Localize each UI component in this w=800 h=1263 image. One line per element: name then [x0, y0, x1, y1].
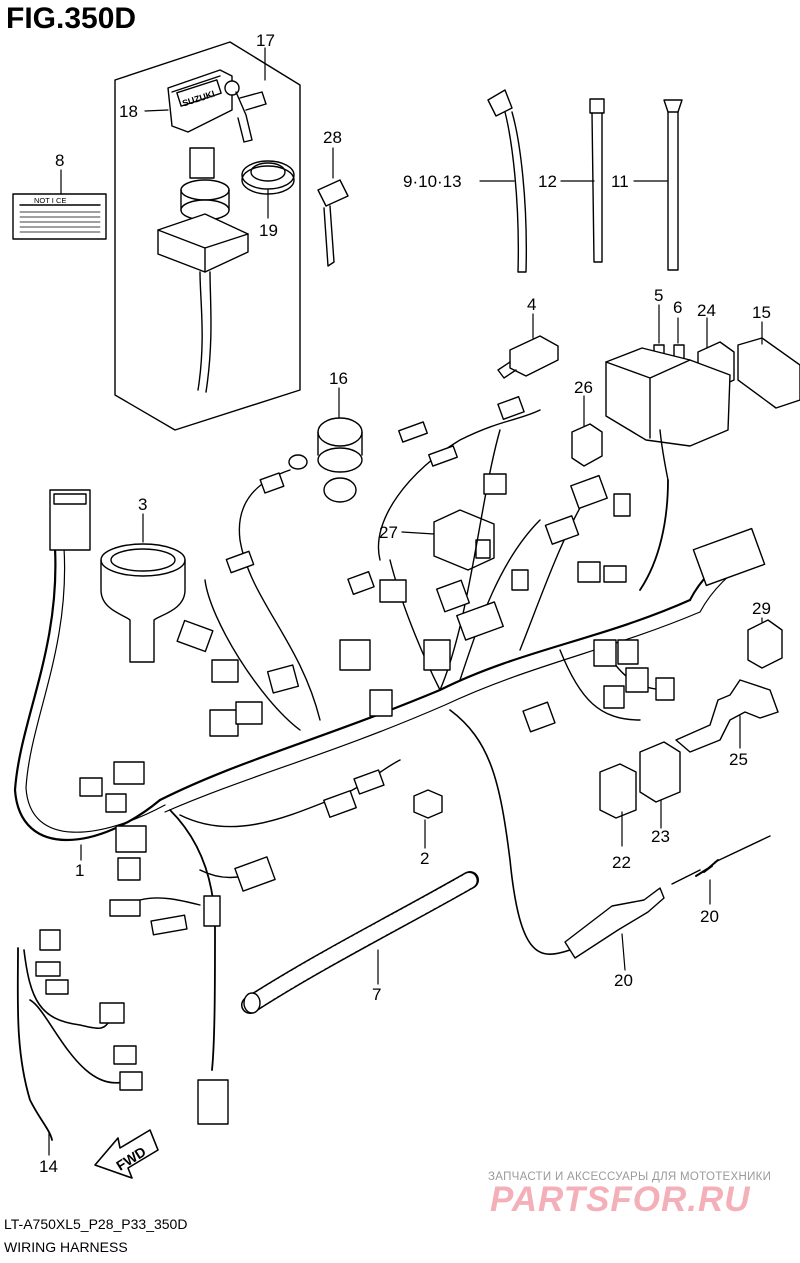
callout-27: 27	[379, 523, 398, 542]
callout-1: 1	[75, 861, 84, 880]
callout-26: 25	[729, 750, 748, 769]
protector-part-26	[675, 679, 779, 753]
ignition-kit-box	[114, 41, 301, 431]
callout-17: 17	[256, 31, 275, 50]
connector-part-29	[747, 619, 783, 669]
callout-16: 16	[329, 369, 348, 388]
cap-part-2	[413, 789, 443, 819]
callout-5: 5	[654, 286, 663, 305]
callout-6: 6	[673, 298, 682, 317]
callout-8: 8	[55, 151, 64, 170]
callout-18: 18	[119, 102, 138, 121]
ring-part-19	[241, 160, 295, 195]
callout-29: 29	[752, 599, 771, 618]
callout-23: 22	[612, 853, 631, 872]
callout-20: 20	[614, 971, 633, 990]
connector-part-25	[571, 423, 603, 467]
relay-part-27	[433, 509, 495, 571]
notice-label-part-8	[12, 193, 107, 240]
callout-7: 7	[372, 985, 381, 1004]
key-part-28	[317, 179, 349, 267]
bracket-part-15	[737, 337, 800, 409]
cable-tie-part-12	[589, 98, 605, 263]
figure-caption: WIRING HARNESS	[4, 1239, 128, 1255]
figure-title: FIG.350D	[6, 2, 137, 35]
key-cover-part-18	[167, 69, 267, 143]
callout-28: 28	[323, 128, 342, 147]
callout-3: 3	[138, 495, 147, 514]
cap-part-4	[497, 335, 559, 379]
figure-code: LT-A750XL5_P28_P33_350D	[4, 1216, 188, 1232]
callout-15: 15	[752, 303, 771, 322]
callout-21: 20	[700, 907, 719, 926]
socket-part-16	[288, 417, 363, 503]
callout-22: 24	[697, 301, 716, 320]
corrugated-tube-part-7	[241, 871, 479, 1014]
callout-25: 26	[574, 378, 593, 397]
connector-part-23	[599, 763, 637, 819]
rubber-boot-part-3	[100, 543, 186, 663]
callout-12: 12	[538, 172, 557, 191]
ignition-switch-body	[157, 147, 249, 393]
callout-11: 11	[611, 172, 629, 191]
connector-part-24	[639, 741, 681, 803]
callout-14: 14	[39, 1157, 58, 1176]
spring-part-21	[671, 835, 771, 885]
callout-numbers: 17 18 8 19 28 9·10·13 12 11 4 5 6 24 15 …	[39, 31, 771, 1176]
fuse-box	[605, 347, 731, 481]
cable-tie-part-11	[663, 99, 683, 271]
watermark-tagline: ЗАПЧАСТИ И АКСЕССУАРЫ ДЛЯ МОТОТЕХНИКИ	[488, 1171, 772, 1183]
sensor-part-20	[564, 887, 665, 959]
leader-lines	[48, 47, 763, 1156]
harness-connectors	[79, 396, 675, 1125]
callout-4: 4	[527, 295, 536, 314]
callout-24: 23	[651, 827, 670, 846]
fwd-arrow-icon	[94, 1129, 159, 1179]
callout-2: 2	[420, 849, 429, 868]
cable-tie-part-9-10-13	[487, 89, 527, 273]
main-harness-part-1	[13, 409, 766, 1071]
watermark-brand: PARTSFOR.RU	[490, 1180, 751, 1219]
callout-9-10-13: 9·10·13	[403, 172, 462, 191]
callout-19: 19	[259, 221, 278, 240]
notice-label-text: NOT I CE	[34, 196, 66, 205]
sub-harness-part-14	[16, 929, 143, 1141]
